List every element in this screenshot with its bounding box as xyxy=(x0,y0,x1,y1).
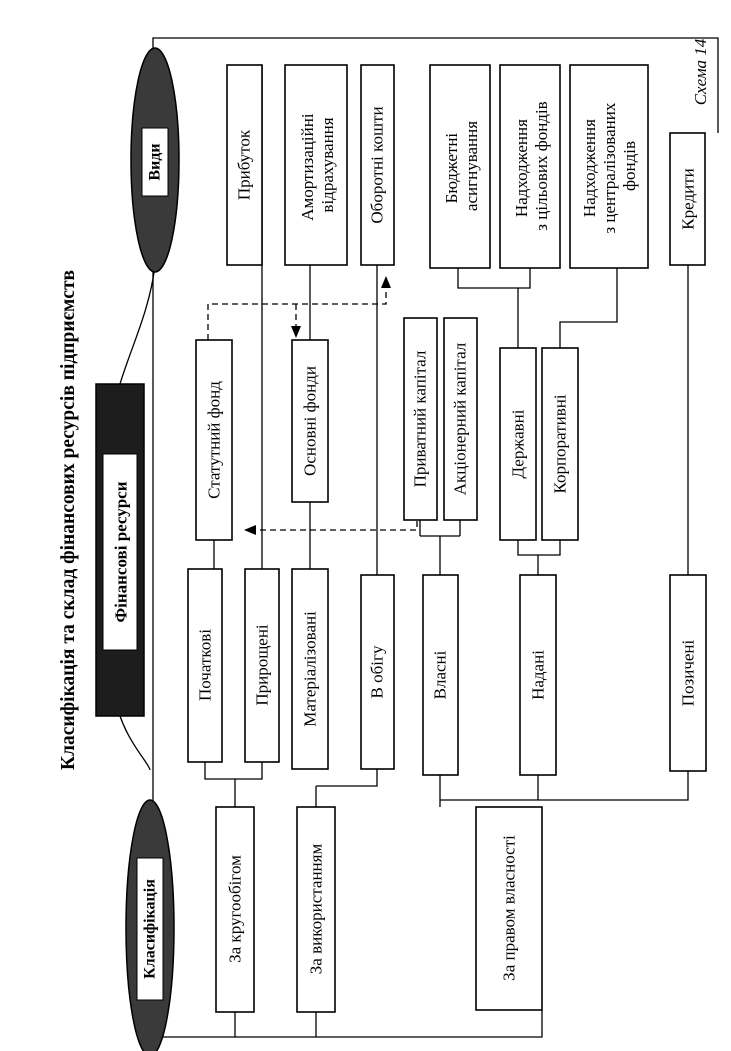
class-materialized-label: Матеріалізовані xyxy=(301,611,320,727)
classification-oval: Класифікація xyxy=(125,799,175,1051)
criterion-usage-box: За використанням xyxy=(296,806,336,1013)
statutory-fund-label: Статутний фонд xyxy=(205,381,224,499)
corporate-box: Корпоративні xyxy=(541,347,579,541)
type-centralized-funds-label: Надходження з централізованих фондів xyxy=(580,98,639,233)
center-box: Фінансові ресурси xyxy=(95,383,145,717)
private-capital-label: Приватний капітал xyxy=(411,350,430,487)
diagram-title: Класифікація та склад фінансових ресурсі… xyxy=(58,270,79,770)
type-centralized-funds-box: Надходження з централізованих фондів xyxy=(569,64,649,269)
type-depreciation-label: Амортизаційні відрахування xyxy=(298,109,337,221)
criterion-ownership-label: За правом власності xyxy=(500,835,519,981)
type-budget-box: Бюджетні асигнування xyxy=(429,64,491,269)
class-borrowed-label: Позичені xyxy=(679,639,698,706)
dashed-links xyxy=(207,276,418,535)
class-initial-box: Початкові xyxy=(187,568,223,763)
fixed-assets-label: Основні фонди xyxy=(301,366,320,476)
type-working-capital-box: Оборотні кошти xyxy=(360,64,395,266)
center-box-label: Фінансові ресурси xyxy=(112,481,131,622)
private-capital-box: Приватний капітал xyxy=(403,317,438,521)
class-increased-label: Прирощені xyxy=(253,624,272,706)
statutory-fund-box: Статутний фонд xyxy=(195,339,233,541)
class-initial-label: Початкові xyxy=(196,629,215,701)
classification-oval-label: Класифікація xyxy=(142,879,159,979)
type-budget-label: Бюджетні асигнування xyxy=(442,121,481,211)
types-oval: Види xyxy=(130,47,180,273)
type-credits-label: Кредити xyxy=(679,168,698,229)
criterion-usage-label: За використанням xyxy=(307,844,326,975)
types-oval-label: Види xyxy=(147,143,164,180)
type-depreciation-box: Амортизаційні відрахування xyxy=(284,64,348,266)
criterion-turnover-label: За кругообігом xyxy=(226,855,245,963)
class-own-box: Власні xyxy=(422,574,459,776)
class-increased-box: Прирощені xyxy=(244,568,280,763)
corporate-label: Корпоративні xyxy=(551,394,570,493)
type-profit-label: Прибуток xyxy=(235,129,254,200)
criterion-turnover-box: За кругообігом xyxy=(215,806,255,1013)
type-credits-box: Кредити xyxy=(669,132,706,266)
share-capital-box: Акціонерний капітал xyxy=(443,317,478,521)
criterion-ownership-box: За правом власності xyxy=(475,806,543,1011)
type-target-funds-label: Надходження з цільових фондів xyxy=(512,101,551,230)
class-in-circulation-label: В обігу xyxy=(368,645,387,698)
connector-lines xyxy=(119,37,719,1038)
type-profit-box: Прибуток xyxy=(226,64,263,266)
state-label: Державні xyxy=(509,409,528,478)
fixed-assets-box: Основні фонди xyxy=(291,339,329,503)
class-own-label: Власні xyxy=(431,650,450,699)
type-working-capital-label: Оборотні кошти xyxy=(368,106,387,223)
share-capital-label: Акціонерний капітал xyxy=(451,342,470,495)
scheme-label: Схема 14 xyxy=(691,38,710,105)
type-target-funds-box: Надходження з цільових фондів xyxy=(499,64,561,269)
state-box: Державні xyxy=(499,347,537,541)
class-materialized-box: Матеріалізовані xyxy=(291,568,329,770)
class-borrowed-box: Позичені xyxy=(669,574,707,772)
class-in-circulation-box: В обігу xyxy=(360,574,395,770)
class-granted-box: Надані xyxy=(519,574,557,776)
class-granted-label: Надані xyxy=(529,650,548,700)
